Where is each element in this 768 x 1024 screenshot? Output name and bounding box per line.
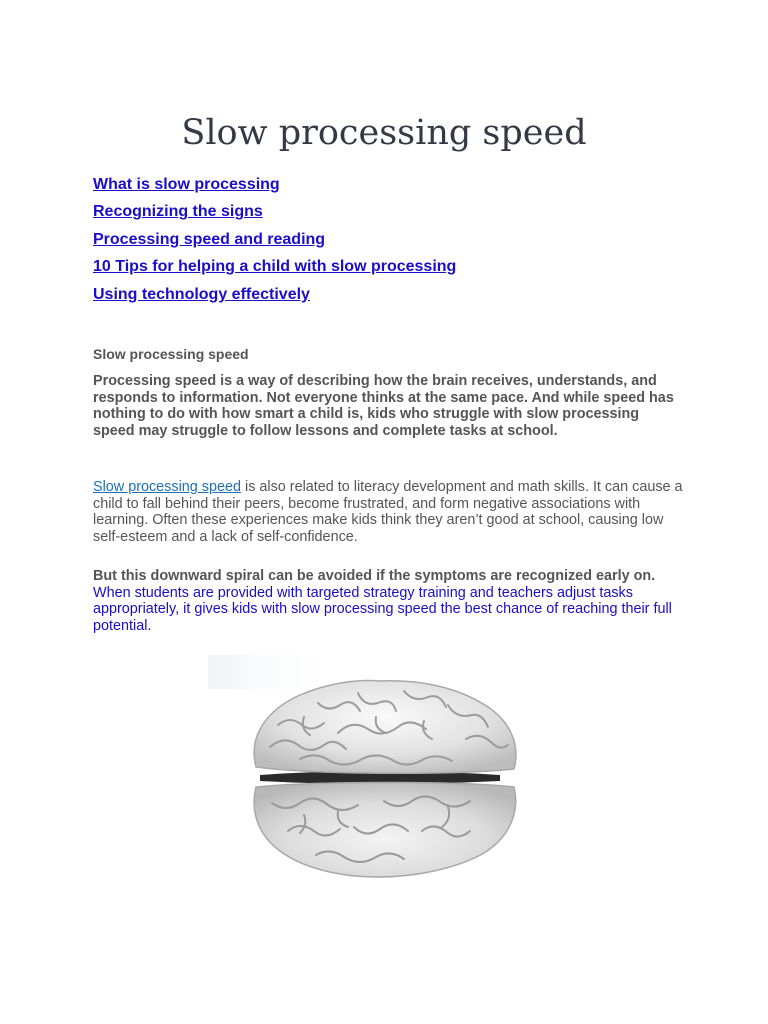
brain-icon xyxy=(208,655,517,878)
section-heading: Slow processing speed xyxy=(93,346,249,362)
paragraph-definition: Processing speed is a way of describing … xyxy=(93,373,674,440)
paragraph-downward-spiral: But this downward spiral can be avoided … xyxy=(93,568,683,635)
paragraph-literacy-text: is also related to literacy development … xyxy=(93,479,683,546)
toc-link-what-is-slow-processing[interactable]: What is slow processing xyxy=(93,176,280,193)
paragraph-spiral-blue: When students are provided with targeted… xyxy=(93,584,672,635)
toc-item: Processing speed and reading xyxy=(93,229,456,256)
page-title: Slow processing speed xyxy=(181,113,587,153)
paragraph-spiral-bold: But this downward spiral can be avoided … xyxy=(93,568,656,584)
paragraph-literacy: Slow processing speed is also related to… xyxy=(93,479,683,546)
toc-item: Recognizing the signs xyxy=(93,201,456,228)
inline-link-slow-processing-speed[interactable]: Slow processing speed xyxy=(93,479,241,495)
table-of-contents: What is slow processing Recognizing the … xyxy=(93,174,456,311)
toc-item: Using technology effectively xyxy=(93,284,456,311)
toc-link-ten-tips[interactable]: 10 Tips for helping a child with slow pr… xyxy=(93,258,457,276)
toc-link-processing-speed-reading[interactable]: Processing speed and reading xyxy=(93,230,326,248)
toc-link-using-technology[interactable]: Using technology effectively xyxy=(93,285,310,303)
toc-item: 10 Tips for helping a child with slow pr… xyxy=(93,256,456,283)
toc-item: What is slow processing xyxy=(93,174,456,201)
toc-link-recognizing-signs[interactable]: Recognizing the signs xyxy=(93,203,263,221)
brain-image xyxy=(208,655,538,887)
